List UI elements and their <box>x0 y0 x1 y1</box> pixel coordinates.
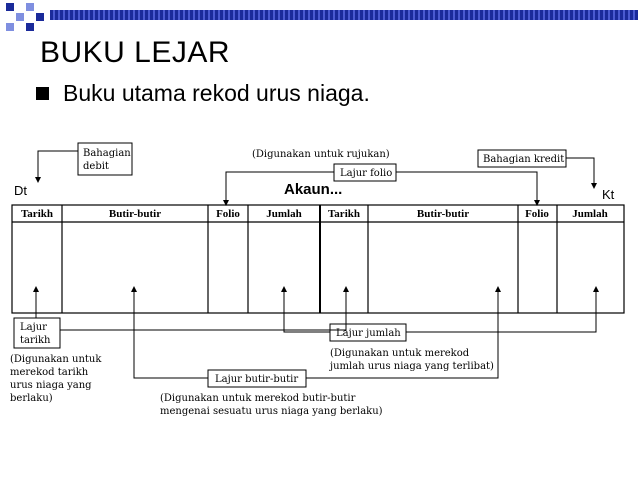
kt-label: Kt <box>602 187 615 202</box>
decor-square <box>6 23 14 31</box>
note-tarikh-line3: urus niaga yang <box>10 380 92 391</box>
note-butir-line1: (Digunakan untuk merekod butir-butir <box>160 393 356 404</box>
decor-band <box>50 10 638 20</box>
bullet-item: Buku utama rekod urus niaga. <box>36 80 370 107</box>
callout-bahagian-kredit-text: Bahagian kredit <box>483 154 564 165</box>
arrow-kredit-to-kt <box>566 157 597 189</box>
ledger-table <box>11 204 625 314</box>
slide-title: BUKU LEJAR <box>40 36 231 69</box>
callout-lajur-folio-text: Lajur folio <box>340 168 392 179</box>
decor-square <box>36 13 44 21</box>
ledger-outline <box>11 204 625 314</box>
note-jumlah-line2: jumlah urus niaga yang terlibat) <box>329 361 494 372</box>
decor-square <box>26 23 34 31</box>
arrow-folio-kredit <box>396 171 540 206</box>
note-tarikh-line2: merekod tarikh <box>10 367 89 378</box>
note-tarikh-line4: berlaku) <box>10 393 53 404</box>
note-tarikh-line1: (Digunakan untuk <box>10 354 102 365</box>
callout-bahagian-debit-line1: Bahagian <box>83 148 131 159</box>
note-jumlah-line1: (Digunakan untuk merekod <box>330 348 470 359</box>
account-title: Akaun... <box>284 181 342 198</box>
bullet-square-icon <box>36 87 49 100</box>
decor-square <box>16 13 24 21</box>
header-tarikh-kredit: Tarikh <box>328 208 360 220</box>
decor-square <box>26 3 34 11</box>
callout-lajur-tarikh-line1: Lajur <box>20 322 47 333</box>
note-butir-line2: mengenai sesuatu urus niaga yang berlaku… <box>160 406 383 417</box>
callout-bahagian-debit-box <box>77 142 133 176</box>
arrow-butir-kredit <box>306 286 501 379</box>
header-folio-debit: Folio <box>216 208 240 220</box>
callout-lajur-butir-text: Lajur butir-butir <box>215 374 298 385</box>
header-jumlah-debit: Jumlah <box>266 208 301 220</box>
arrow-jumlah-debit <box>281 286 330 333</box>
decor-square <box>6 3 14 11</box>
arrow-folio-debit <box>223 171 334 206</box>
callout-bahagian-debit-line2: debit <box>83 161 109 172</box>
header-tarikh-debit: Tarikh <box>21 208 53 220</box>
callout-lajur-tarikh-box <box>13 317 61 349</box>
header-jumlah-kredit: Jumlah <box>572 208 607 220</box>
dt-label: Dt <box>14 183 27 198</box>
arrow-butir-debit <box>131 286 208 379</box>
top-decoration-bar <box>0 0 638 31</box>
callout-lajur-tarikh-line2: tarikh <box>20 335 51 346</box>
callout-lajur-jumlah-text: Lajur jumlah <box>336 328 401 339</box>
reference-note: (Digunakan untuk rujukan) <box>252 149 390 160</box>
arrow-tarikh-kredit <box>60 286 349 331</box>
arrow-jumlah-kredit <box>406 286 599 333</box>
arrow-debit-to-dt <box>35 150 78 183</box>
header-butir-debit: Butir-butir <box>109 208 161 220</box>
header-butir-kredit: Butir-butir <box>417 208 469 220</box>
header-folio-kredit: Folio <box>525 208 549 220</box>
bullet-text: Buku utama rekod urus niaga. <box>63 80 370 106</box>
